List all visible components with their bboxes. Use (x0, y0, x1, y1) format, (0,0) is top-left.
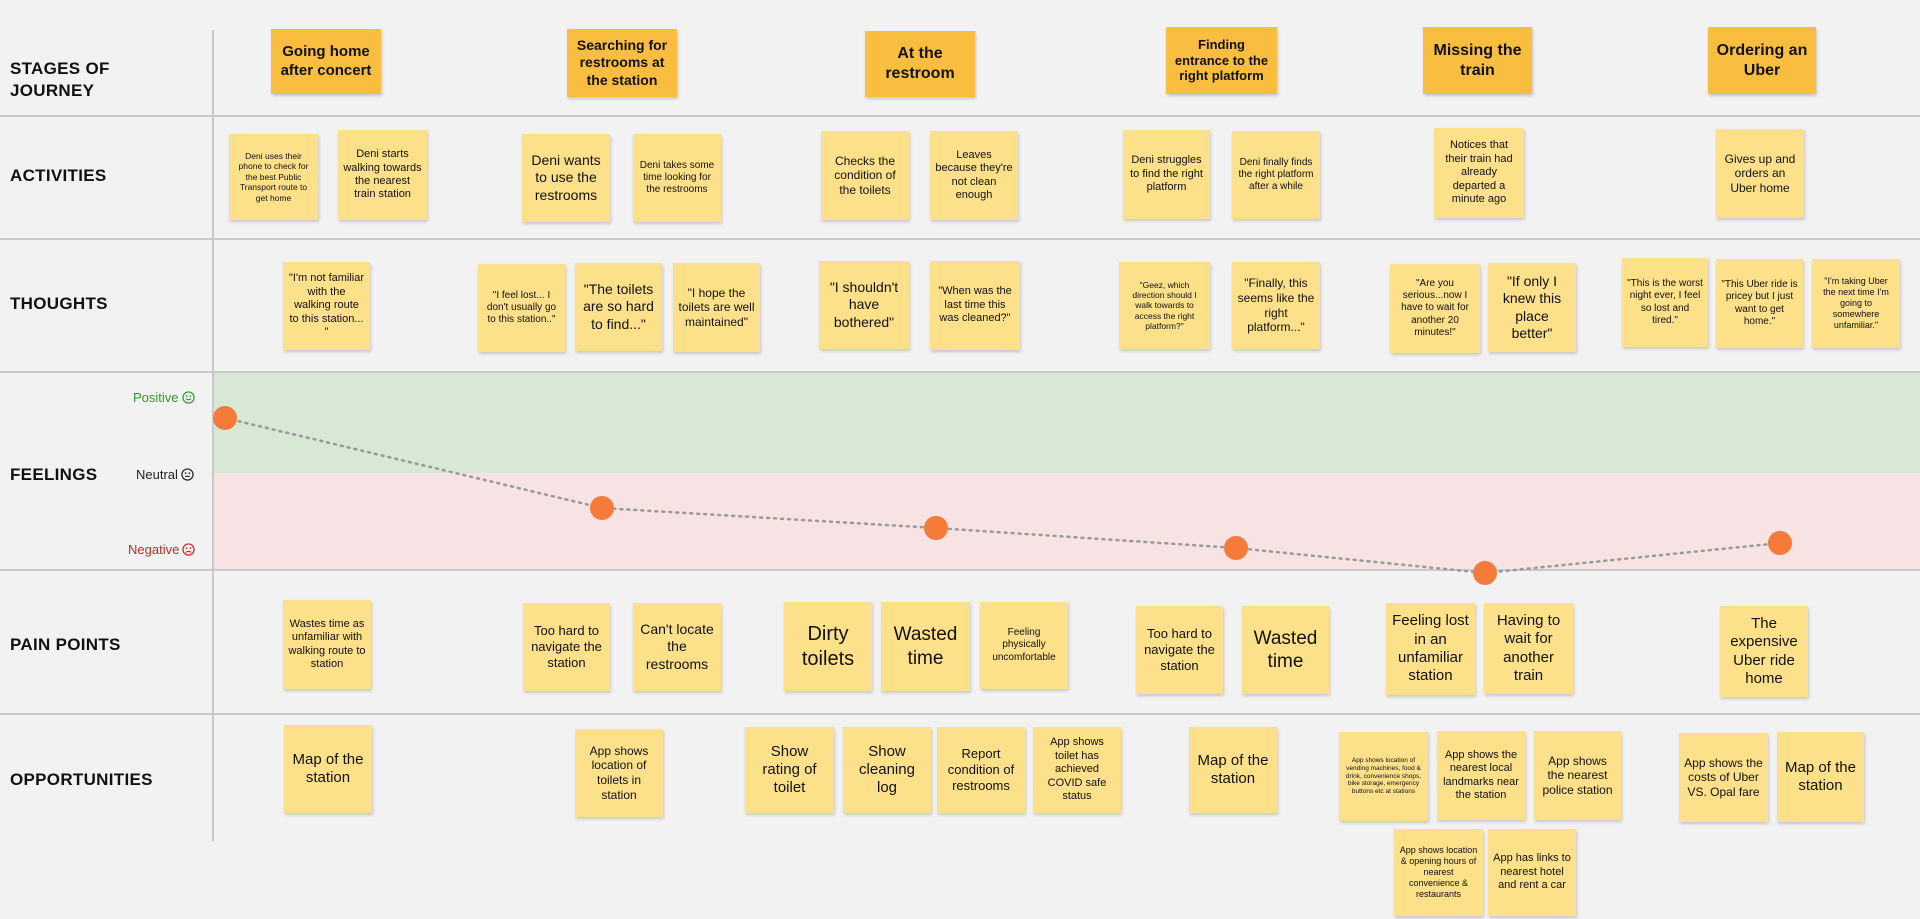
thought-note: "I shouldn't have bothered" (819, 261, 909, 349)
feeling-point (590, 496, 614, 520)
opportunity-note: App shows the nearest police station (1534, 731, 1621, 820)
feelings-curve-line (223, 416, 1782, 575)
activity-note: Deni finally finds the right platform af… (1232, 131, 1320, 219)
negative-band (213, 473, 1920, 569)
pain-point-note: Wasted time (1242, 606, 1329, 694)
row-divider (0, 713, 1920, 715)
opportunity-note: App shows the costs of Uber VS. Opal far… (1679, 733, 1768, 822)
row-label-thoughts: THOUGHTS (10, 294, 108, 313)
thought-note: "Are you serious...now I have to wait fo… (1390, 264, 1480, 353)
pain-point-note: Too hard to navigate the station (523, 603, 610, 691)
thought-note: "I'm not familiar with the walking route… (283, 262, 370, 350)
scale-negative-label: Negative (128, 542, 180, 557)
row-label-feelings: FEELINGS (10, 465, 98, 484)
pain-point-note: Too hard to navigate the station (1136, 606, 1223, 694)
opportunity-note: Report condition of restrooms (937, 727, 1025, 813)
stage-note: Finding entrance to the right platform (1166, 27, 1277, 94)
pain-point-note: Can't locate the restrooms (633, 603, 721, 691)
scale-positive: Positive (133, 390, 195, 405)
row-label-pain-points: PAIN POINTS (10, 635, 121, 654)
row-label-activities: ACTIVITIES (10, 166, 107, 185)
scale-positive-label: Positive (133, 390, 179, 405)
thought-note: "This Uber ride is pricey but I just wan… (1716, 259, 1803, 348)
activity-note: Checks the condition of the toilets (821, 131, 909, 220)
row-divider (0, 569, 1920, 571)
thought-note: "I hope the toilets are well maintained" (673, 263, 760, 352)
opportunity-note: Show rating of toilet (745, 727, 834, 813)
scale-neutral-label: Neutral (136, 467, 178, 482)
scale-negative: Negative (128, 542, 195, 557)
scale-neutral: Neutral (136, 467, 194, 482)
stage-note: At the restroom (865, 31, 975, 97)
activity-note: Deni starts walking towards the nearest … (338, 130, 427, 220)
positive-band (213, 371, 1920, 473)
pain-point-note: Having to wait for another train (1484, 603, 1573, 694)
feeling-point (1473, 561, 1497, 585)
opportunity-note: App shows location of toilets in station (575, 729, 663, 817)
row-divider (0, 115, 1920, 117)
row-label-stages: STAGES OF JOURNEY (10, 59, 110, 100)
thought-note: "Finally, this seems like the right plat… (1232, 262, 1320, 349)
stage-note: Searching for restrooms at the station (567, 29, 677, 97)
opportunity-note: App shows toilet has achieved COVID safe… (1033, 727, 1121, 813)
thought-note: "Geez, which direction should I walk tow… (1119, 262, 1210, 349)
feeling-point (1224, 536, 1248, 560)
thought-note: "When was the last time this was cleaned… (930, 261, 1020, 350)
label-column-divider (212, 30, 214, 841)
feeling-point (1768, 531, 1792, 555)
activity-note: Deni struggles to find the right platfor… (1123, 130, 1210, 219)
activity-note: Deni uses their phone to check for the b… (229, 134, 318, 220)
neutral-face-icon (181, 468, 194, 481)
opportunity-note: App shows the nearest local landmarks ne… (1437, 731, 1525, 820)
activity-note: Gives up and orders an Uber home (1716, 129, 1804, 218)
activity-note: Notices that their train had already dep… (1434, 128, 1524, 218)
opportunity-note: App shows location of vending machines, … (1339, 732, 1428, 821)
stage-note: Going home after concert (271, 29, 381, 94)
activity-note: Leaves because they're not clean enough (930, 131, 1018, 220)
activity-note: Deni wants to use the restrooms (522, 134, 610, 222)
activity-note: Deni takes some time looking for the res… (633, 134, 721, 222)
thought-note: "This is the worst night ever, I feel so… (1622, 258, 1708, 347)
smile-icon (181, 391, 195, 404)
thought-note: "I'm taking Uber the next time I'm going… (1812, 259, 1900, 348)
feeling-point (924, 516, 948, 540)
opportunity-note: Map of the station (1189, 727, 1277, 813)
opportunity-note: Map of the station (1777, 732, 1864, 822)
pain-point-note: Wastes time as unfamiliar with walking r… (283, 600, 371, 689)
thought-note: "If only I knew this place better" (1488, 263, 1576, 352)
row-divider (0, 371, 1920, 373)
feeling-point (213, 406, 237, 430)
thought-note: "The toilets are so hard to find..." (575, 263, 662, 351)
row-label-opportunities: OPPORTUNITIES (10, 770, 153, 789)
opportunity-note: Show cleaning log (843, 727, 931, 813)
pain-point-note: Feeling lost in an unfamiliar station (1386, 603, 1475, 695)
opportunity-note: App shows location & opening hours of ne… (1394, 829, 1483, 916)
stage-note: Ordering an Uber (1708, 27, 1816, 94)
thought-note: "I feel lost... I don't usually go to th… (478, 264, 565, 352)
pain-point-note: The expensive Uber ride home (1720, 606, 1808, 697)
opportunity-note: App has links to nearest hotel and rent … (1488, 829, 1576, 916)
row-divider (0, 238, 1920, 240)
sad-face-icon (182, 543, 195, 556)
stage-note: Missing the train (1423, 27, 1532, 94)
pain-point-note: Feeling physically uncomfortable (980, 602, 1068, 689)
pain-point-note: Dirty toilets (784, 602, 872, 691)
opportunity-note: Map of the station (284, 725, 372, 813)
pain-point-note: Wasted time (881, 602, 970, 691)
